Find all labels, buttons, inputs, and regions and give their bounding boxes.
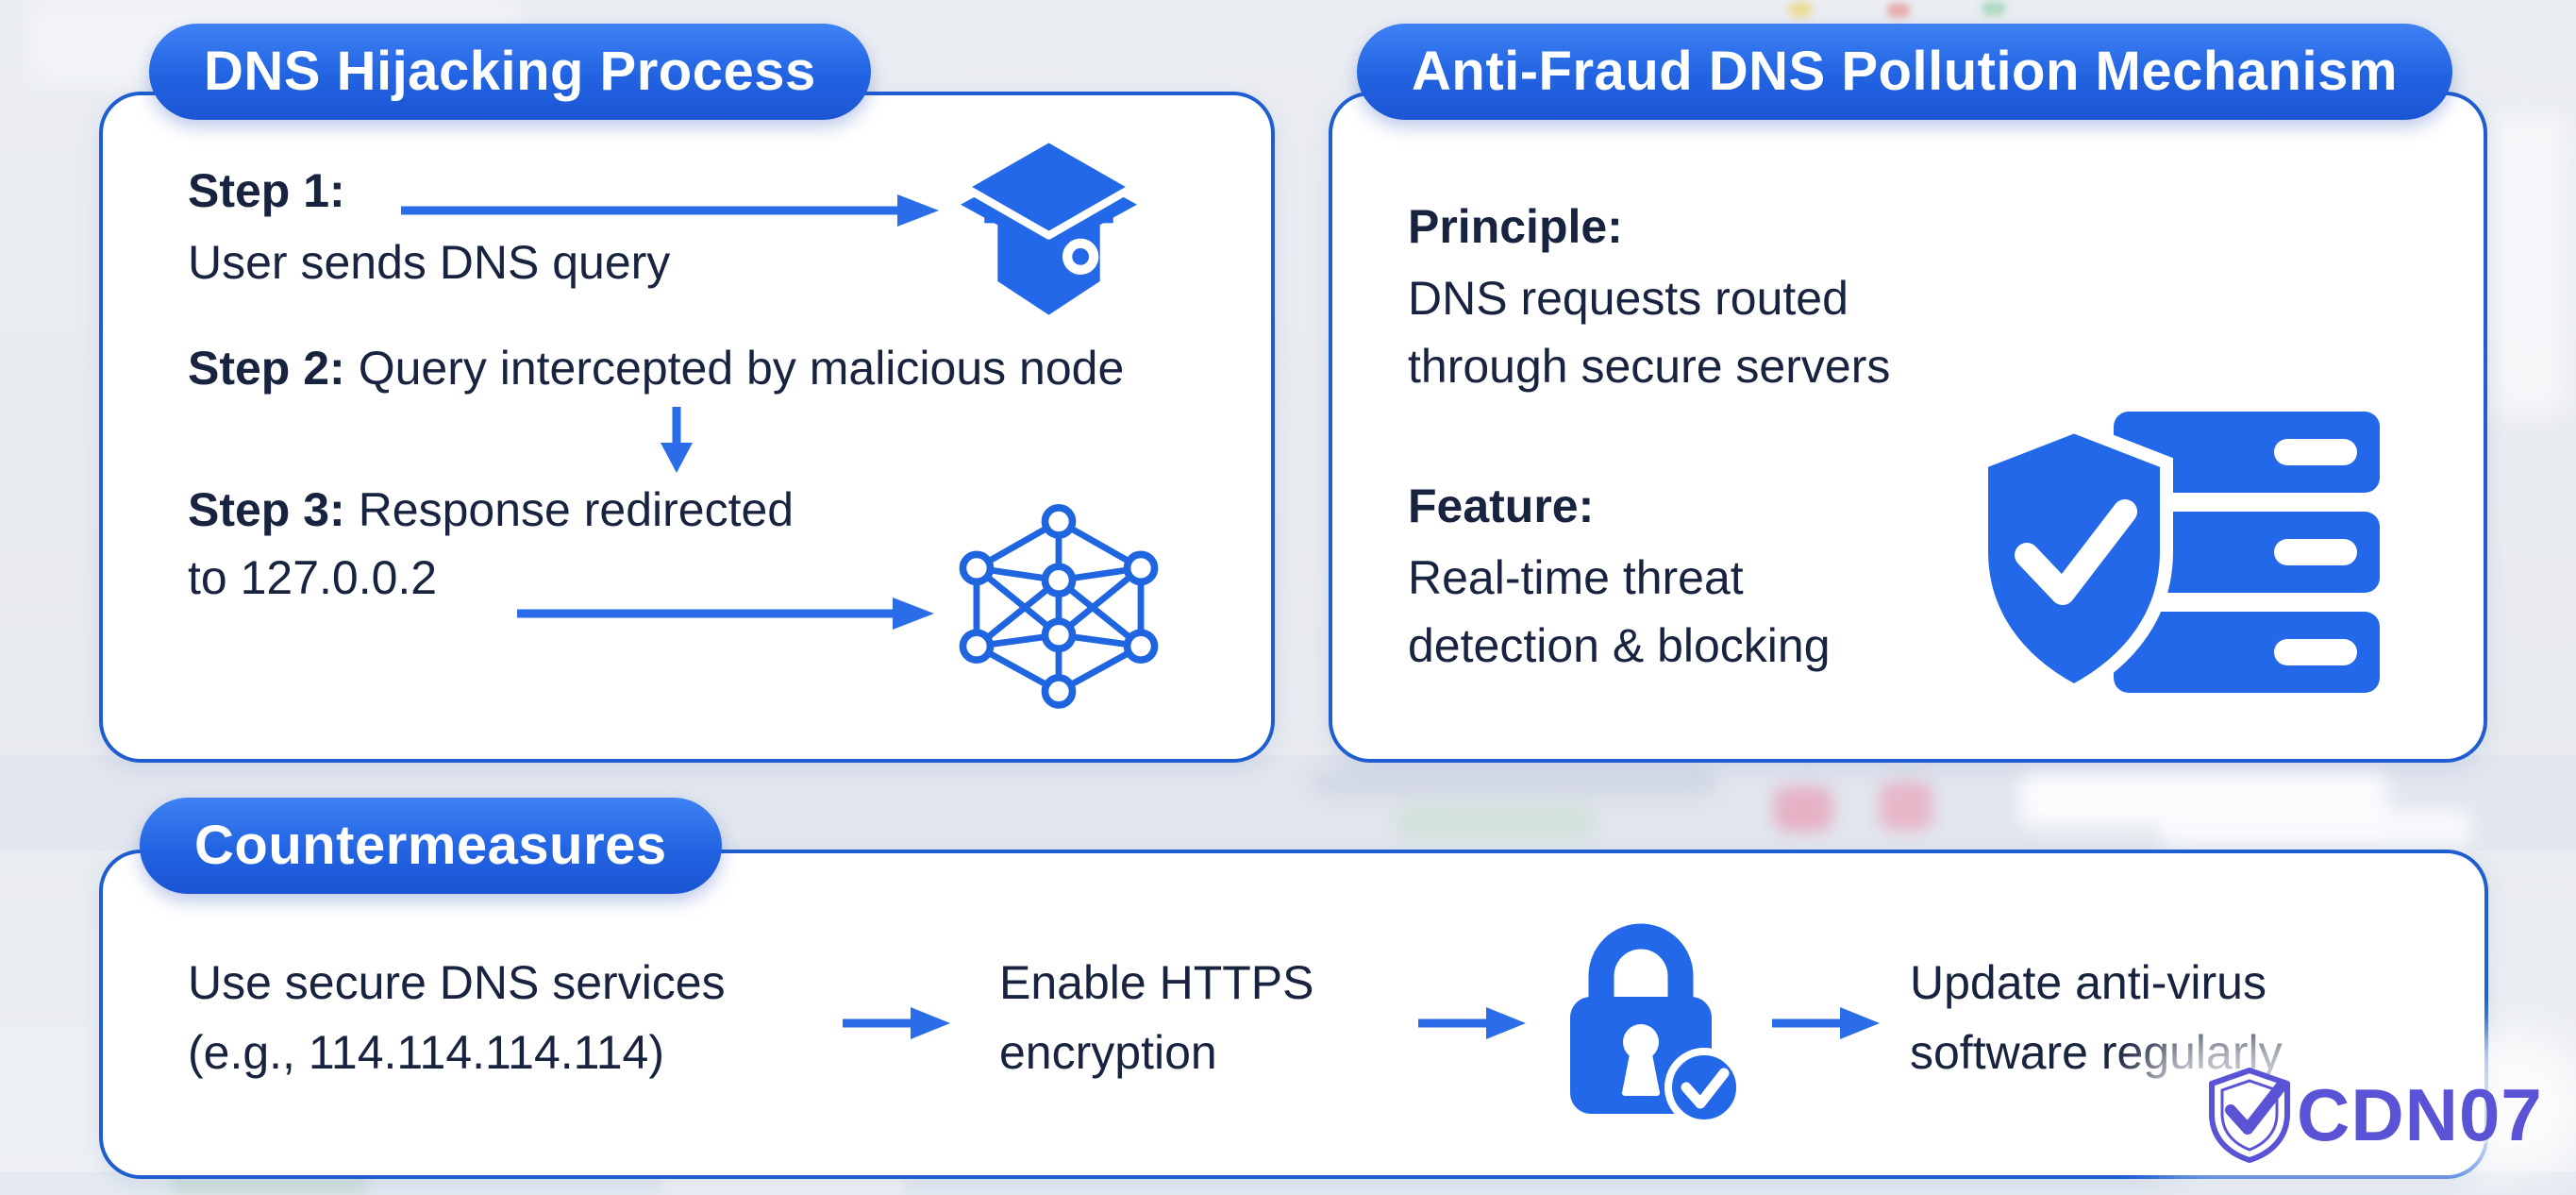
background-texture — [1397, 805, 1595, 839]
brand-logo: CDN07 — [2206, 1067, 2543, 1163]
step2-text: Step 2:Query intercepted by malicious no… — [188, 342, 1125, 395]
background-texture — [1887, 4, 1910, 17]
background-texture — [1880, 782, 1932, 831]
step1-label: Step 1: — [188, 164, 345, 217]
countermeasure-item-https: Enable HTTPS encryption — [999, 956, 1314, 1079]
panel-countermeasures: Use secure DNS services (e.g., 114.114.1… — [99, 850, 2488, 1179]
arrow-right-icon — [1418, 1007, 1526, 1039]
panel-anti-fraud: Principle: DNS requests routed through s… — [1329, 92, 2487, 763]
step1-text: User sends DNS query — [188, 236, 671, 289]
background-texture — [170, 1178, 368, 1192]
countermeasure-item-dns: Use secure DNS services (e.g., 114.114.1… — [188, 956, 726, 1079]
logo-text: CDN07 — [2297, 1072, 2543, 1156]
malicious-node-network-icon — [959, 504, 1159, 709]
arrow-down-icon — [661, 407, 693, 473]
arrow-right-icon — [843, 1007, 950, 1039]
background-texture — [2489, 113, 2568, 415]
lock-check-icon — [1570, 923, 1740, 1124]
shield-server-icon — [1975, 412, 2380, 698]
principle-text-line2: through secure servers — [1408, 340, 1891, 393]
step3-text-line1: Step 3:Response redirected — [188, 483, 795, 536]
feature-label: Feature: — [1408, 480, 1595, 532]
background-texture — [1312, 767, 1717, 798]
logo-shield-check-icon — [2209, 1068, 2290, 1163]
arrow-right-icon — [401, 194, 939, 227]
background-texture — [1774, 786, 1832, 832]
feature-text-line1: Real-time threat — [1408, 551, 1744, 604]
feature-text-line2: detection & blocking — [1408, 619, 1831, 672]
principle-text-line1: DNS requests routed — [1408, 272, 1848, 325]
arrow-right-icon — [1772, 1007, 1880, 1039]
arrow-right-icon — [517, 598, 934, 630]
background-texture — [2161, 808, 2472, 850]
panel-title-countermeasures: Countermeasures — [140, 798, 722, 894]
background-texture — [1788, 2, 1813, 17]
panel-title-anti-fraud: Anti-Fraud DNS Pollution Mechanism — [1357, 24, 2452, 120]
principle-label: Principle: — [1408, 200, 1623, 253]
panel-title-dns-hijacking: DNS Hijacking Process — [149, 24, 871, 120]
background-texture — [2019, 772, 2387, 827]
panel-dns-hijacking: Step 1: User sends DNS query Step 2:Quer… — [99, 92, 1275, 763]
server-box-icon — [960, 134, 1138, 315]
step3-text-line2: to 127.0.0.2 — [188, 551, 438, 604]
background-texture — [1982, 2, 2006, 15]
